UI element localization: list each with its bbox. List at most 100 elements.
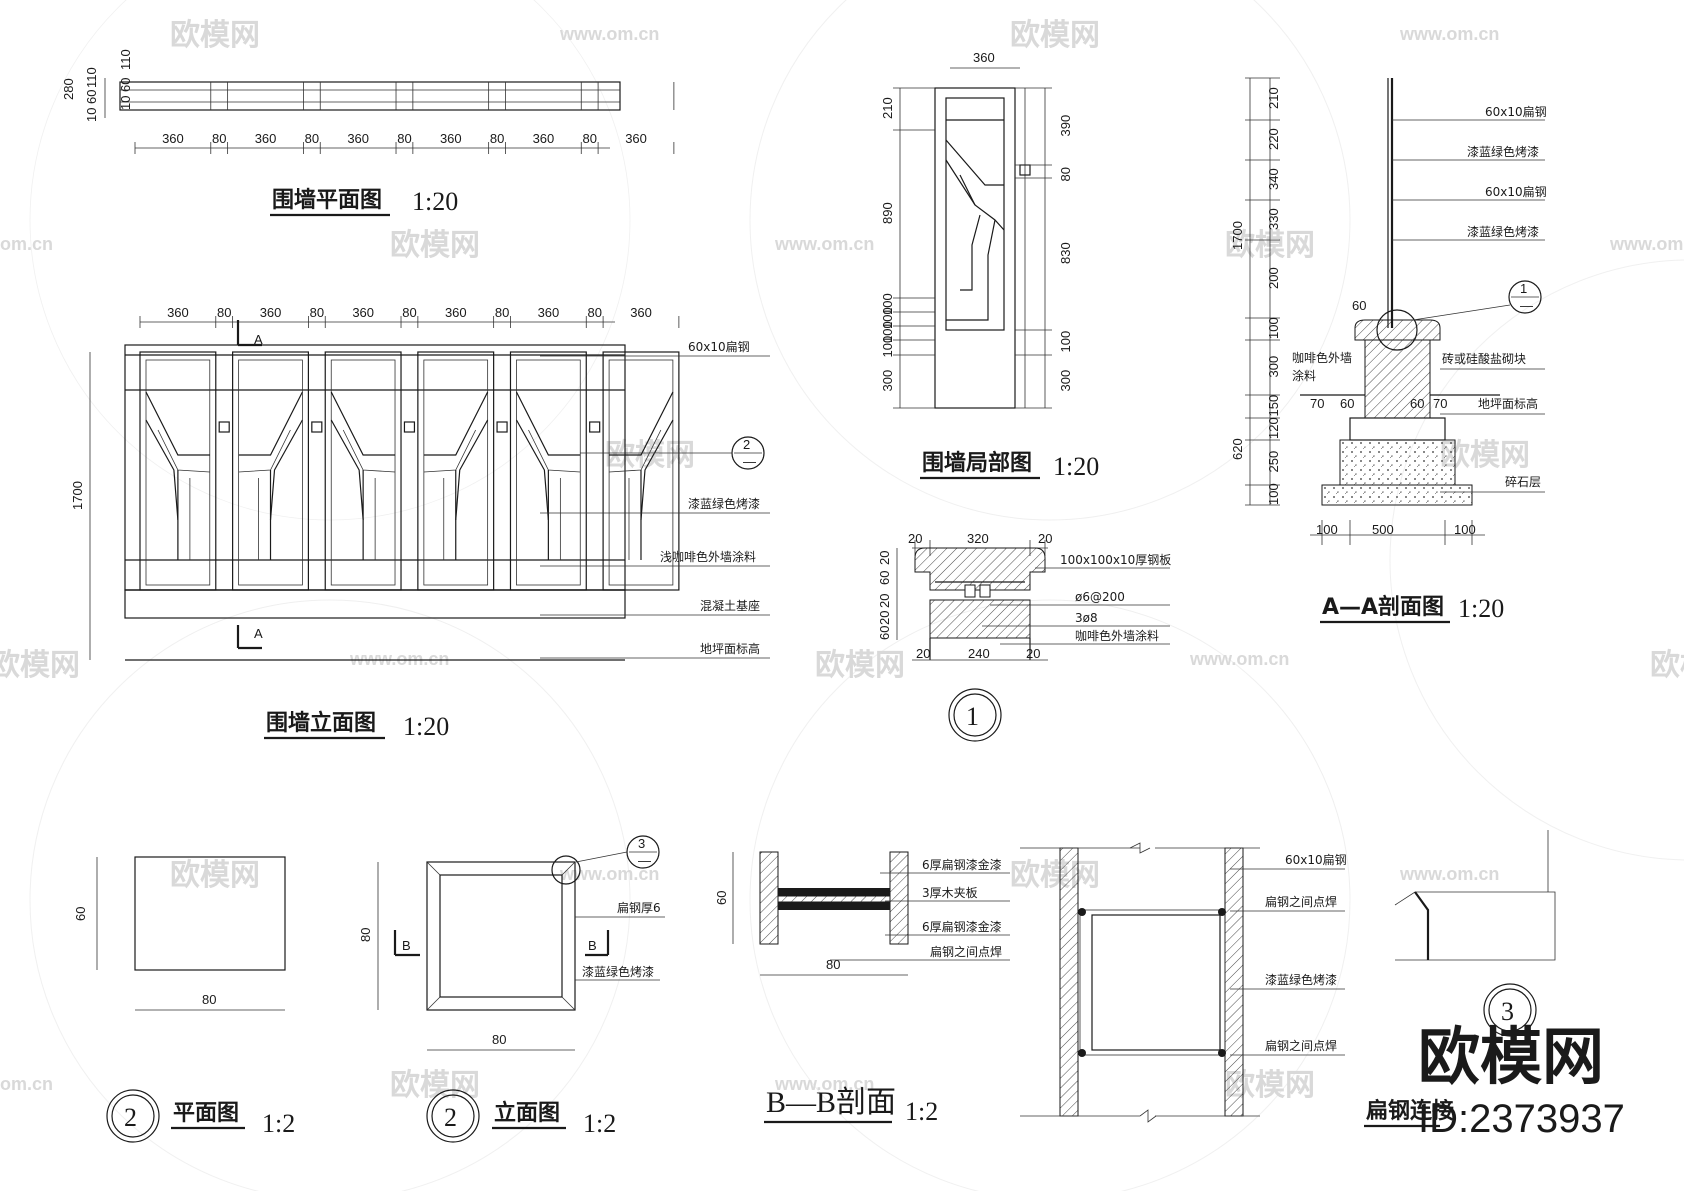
d1-bottom-dim: 20 — [916, 646, 930, 661]
d1-left-dim: 20 — [877, 594, 892, 608]
aa-left-dim: 120 — [1266, 417, 1281, 439]
plan2-w-dim: 80 — [202, 992, 216, 1007]
elev2-label-1: 扁钢厚6 — [617, 901, 661, 915]
partial-scale: 1:20 — [1053, 452, 1099, 481]
aa-left-dim: 200 — [1266, 267, 1281, 289]
bb-wood-plate — [777, 895, 891, 903]
detail3-circle — [1483, 983, 1537, 1037]
elevation-scale: 1:20 — [403, 712, 449, 741]
d3-square — [1091, 914, 1221, 1051]
elevation-panel — [139, 351, 217, 591]
elevation-panel — [509, 351, 587, 591]
elevation-title: 围墙立面图 — [266, 710, 376, 736]
section-aa-title: A—A剖面图 — [1322, 594, 1444, 620]
aa-label: 60x10扁钢 — [1485, 105, 1547, 119]
elev2-label-2: 漆蓝绿色烤漆 — [582, 964, 654, 979]
elevation-label: 地坪面标高 — [700, 641, 760, 656]
plan-side-dim: 110 — [118, 49, 133, 70]
elev2-section-right: B — [588, 938, 597, 953]
aa-wall-label-1: 咖啡色外墙 — [1292, 350, 1352, 365]
d1-label: ø6@200 — [1075, 590, 1125, 604]
elevation-label: 混凝土基座 — [700, 598, 760, 613]
bb-bottom-plate — [778, 902, 890, 910]
callout-3-den: — — [638, 853, 651, 868]
watermark-text: 欧模网 — [815, 648, 905, 683]
plan2-circle — [106, 1089, 160, 1143]
aa-footing-1 — [1349, 417, 1446, 441]
watermark-text: 欧模网 — [0, 648, 80, 683]
aa-label: 砖或硅酸盐砌块 — [1442, 351, 1526, 366]
elev2-inner — [439, 874, 563, 998]
concrete-base — [124, 589, 626, 619]
callout-1-circle — [1508, 280, 1542, 314]
elevation-panel — [417, 351, 495, 591]
partial-right-dim: 830 — [1058, 242, 1073, 264]
bb-label: 6厚扁钢漆金漆 — [922, 857, 1002, 872]
dim-label: 360 — [162, 131, 184, 146]
elevation-height-dim: 1700 — [70, 481, 85, 510]
partial-left-dim: 100 — [880, 336, 895, 358]
elev2-outer — [426, 861, 576, 1011]
callout-2-num: 2 — [743, 437, 750, 452]
d1-left-dim: 20 — [877, 611, 892, 625]
partial-left-dim: 100 — [880, 321, 895, 343]
elev2-title: 立面图 — [494, 1100, 560, 1126]
watermark-url: www.om.cn — [559, 24, 659, 44]
aa-label: 漆蓝绿色烤漆 — [1467, 144, 1539, 159]
partial-width-dim: 360 — [973, 50, 995, 65]
elev2-detail-ring — [551, 855, 581, 885]
d3-label: 扁钢之间点焊 — [1265, 894, 1337, 909]
callout-3-num: 3 — [638, 836, 645, 851]
plan2-title: 平面图 — [173, 1101, 239, 1126]
d1-bottom-dim: 20 — [1026, 646, 1040, 661]
section-bb-title: B—B剖面 — [766, 1086, 896, 1119]
bb-w-dim: 80 — [826, 957, 840, 972]
watermark-url: www.om.cn — [349, 649, 449, 669]
aa-gravel-layer — [1321, 484, 1473, 506]
partial-right-dim: 100 — [1058, 331, 1073, 353]
section-mark-bottom: A — [254, 626, 263, 641]
d1-top-dim: 20 — [908, 531, 922, 546]
aa-small-dim: 70 — [1433, 396, 1447, 411]
callout-1-den: — — [1520, 298, 1533, 313]
watermark-text: 欧模网 — [1010, 858, 1100, 893]
detail1-circle — [948, 688, 1002, 742]
aa-total-dim: 620 — [1230, 438, 1245, 460]
watermark-url: www.om.cn — [1399, 24, 1499, 44]
aa-brick-wall — [1364, 339, 1431, 419]
watermark-text: 欧模网 — [170, 18, 260, 53]
dim-label: 80 — [212, 131, 226, 146]
partial-right-dim: 390 — [1058, 115, 1073, 137]
dim-label: 360 — [625, 131, 647, 146]
elevation-label: 浅咖啡色外墙涂料 — [660, 549, 756, 564]
dim-label: 80 — [490, 131, 504, 146]
dim-label: 360 — [440, 131, 462, 146]
dim-label: 360 — [255, 131, 277, 146]
watermark-text: 欧模网 — [390, 228, 480, 263]
d3-label: 60x10扁钢 — [1285, 853, 1347, 867]
elevation-post-bracket — [218, 421, 230, 433]
d1-bottom-dim: 240 — [968, 646, 990, 661]
aa-left-dim: 330 — [1266, 208, 1281, 230]
watermark-url: om.cn — [0, 1074, 53, 1094]
partial-left-dim: 890 — [880, 202, 895, 224]
aa-detail-ring — [1376, 309, 1418, 351]
watermark-url: om.cn — [0, 234, 53, 254]
d1-top-dim: 320 — [967, 531, 989, 546]
bb-right-flange — [889, 851, 909, 945]
watermark-url: www.om.cn — [774, 1074, 874, 1094]
dim-label: 360 — [352, 305, 374, 320]
plan-side-dim: 280 — [61, 78, 76, 100]
elevation-post-bracket — [496, 421, 508, 433]
dim-label: 360 — [167, 305, 189, 320]
brand-id: ID:2373937 — [1418, 1097, 1625, 1141]
elev2-section-left: B — [402, 938, 411, 953]
plan-outline — [119, 81, 621, 111]
dim-label: 360 — [630, 305, 652, 320]
brand-stamp: 欧模网 ID:2373937 — [1418, 1020, 1625, 1141]
aa-left-dim: 100 — [1266, 317, 1281, 339]
section-aa-drawing: 2102203403302001003001501202501001700620… — [1230, 77, 1547, 624]
bb-label: 6厚扁钢漆金漆 — [922, 919, 1002, 934]
aa-small-dim: 60 — [1410, 396, 1424, 411]
